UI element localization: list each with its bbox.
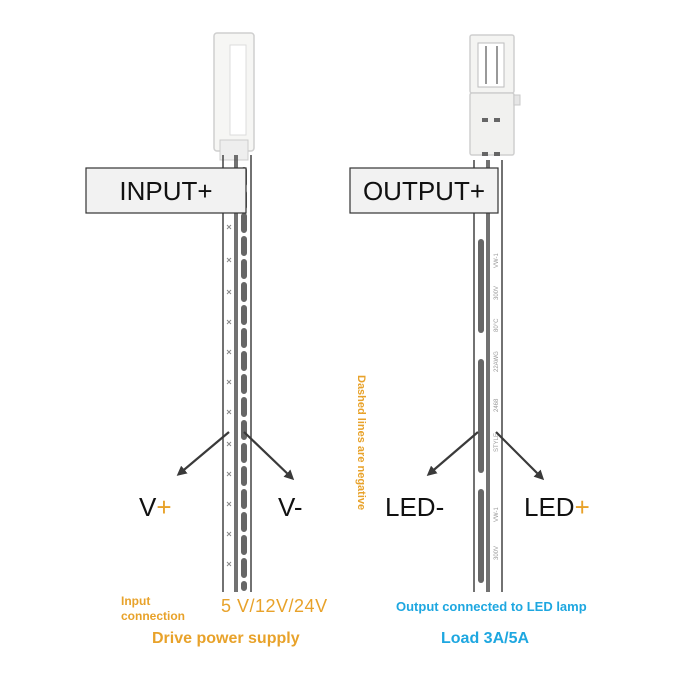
wire-print-text: 2468: [494, 398, 500, 412]
wire-print-text: VW-1: [494, 506, 500, 522]
input-wire-marks: [226, 224, 232, 567]
input-negative-arrow: [243, 431, 295, 481]
output-connection-label: Output connected to LED lamp: [396, 599, 587, 614]
output-box-label: OUTPUT+: [363, 176, 485, 206]
output-negative-label: LED-: [385, 492, 444, 522]
drive-power-supply-label: Drive power supply: [152, 630, 300, 647]
wire-print-text: 300V: [494, 286, 500, 300]
wire-print-text: STYLE: [494, 433, 500, 452]
input-connector: [213, 32, 255, 161]
output-label-box: OUTPUT+: [349, 167, 499, 214]
output-wire-pair: [473, 160, 503, 592]
wire-print-text: 80°C: [494, 318, 500, 332]
output-positive-arrow: [495, 431, 545, 481]
input-positive-arrow: [176, 431, 230, 476]
output-positive-label: LED+: [524, 492, 590, 522]
input-negative-label: V-: [278, 492, 303, 522]
wire-print-text: VW-1: [494, 252, 500, 268]
wire-print-text: 300V: [494, 546, 500, 560]
output-connector: [469, 34, 521, 156]
input-label-box: INPUT+: [85, 167, 247, 214]
output-wire-print: VW-1 300V 80°C 22AWG 2468 STYLE VW-1 300…: [494, 252, 500, 560]
input-box-label: INPUT+: [119, 176, 212, 206]
wire-print-text: 22AWG: [494, 351, 500, 372]
output-negative-arrow: [426, 431, 479, 476]
dashed-lines-note: Dashed lines are negative: [355, 375, 367, 511]
input-connection-label: Input connection: [121, 594, 186, 623]
load-rating-label: Load 3A/5A: [441, 630, 530, 647]
input-voltage-label: 5 V/12V/24V: [221, 596, 328, 616]
input-wire-pair: [222, 155, 252, 592]
input-positive-label: V+: [139, 492, 172, 522]
